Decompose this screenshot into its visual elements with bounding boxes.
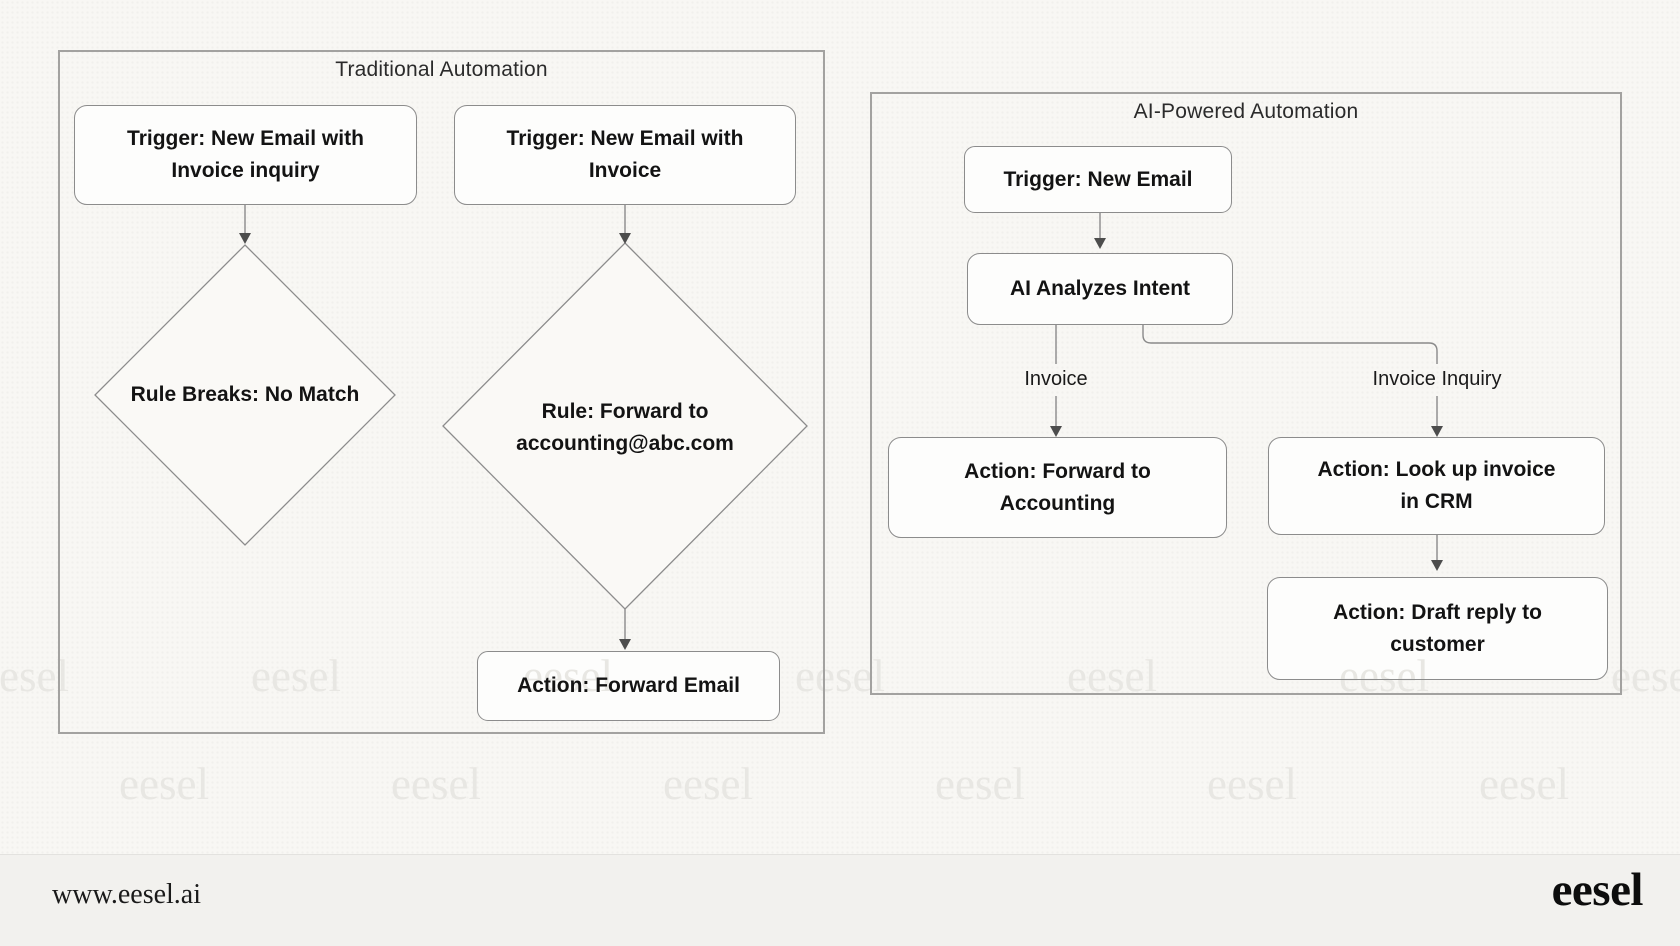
footer-site-url: www.eesel.ai [52,879,202,910]
node-label-line: Rule: Forward to [541,400,709,423]
node-action-forward-email: Action: Forward Email [477,651,780,721]
node-action-lookup-invoice-crm: Action: Look up invoice in CRM [1268,437,1605,535]
eesel-logo-wordmark: eesel [1551,864,1644,916]
panel-title-ai-powered: AI-Powered Automation [1133,100,1359,123]
branch-label-invoice-inquiry: Invoice Inquiry [1372,368,1502,390]
node-label-line: Action: Forward Email [517,674,740,697]
arrowhead [1050,426,1062,437]
node-label-line: Action: Draft reply to [1333,600,1542,624]
decision-label-rule-no-match: Rule Breaks: No Match [95,360,395,430]
node-action-forward-to-accounting: Action: Forward to Accounting [888,437,1227,538]
connector-analyze-to-inquiry-label [1142,323,1438,364]
node-label-line: Invoice [588,159,662,182]
node-label-line: AI Analyzes Intent [1009,277,1191,300]
node-trigger-new-email: Trigger: New Email [964,146,1232,213]
arrowhead [1094,238,1106,249]
node-label-line: customer [1390,632,1485,656]
node-label-line: Accounting [999,491,1116,515]
panel-traditional-automation: Traditional Automation [58,50,825,734]
node-trigger-new-email-invoice-inquiry: Trigger: New Email with Invoice inquiry [74,105,417,205]
node-label-line: Trigger: New Email with [506,127,744,150]
node-trigger-new-email-invoice: Trigger: New Email with Invoice [454,105,796,205]
arrowhead [619,639,631,650]
branch-label-invoice: Invoice [1024,368,1088,390]
arrowhead [619,233,631,244]
footer-bar: www.eesel.ai eesel [0,854,1680,946]
node-label-line: Action: Forward to [964,459,1151,483]
panel-title-traditional: Traditional Automation [335,58,548,81]
arrowhead [1431,426,1443,437]
node-label-line: Trigger: New Email with [127,127,364,150]
node-label-line: Action: Look up invoice [1317,458,1556,481]
node-action-draft-reply: Action: Draft reply to customer [1267,577,1608,680]
panel-ai-powered-automation: AI-Powered Automation [870,92,1622,695]
node-label-line: Rule Breaks: No Match [130,383,360,406]
arrowhead [1431,560,1443,571]
decision-label-rule-forward: Rule: Forward to accounting@abc.com [443,378,807,478]
node-ai-analyzes-intent: AI Analyzes Intent [967,253,1233,325]
node-label-line: in CRM [1400,490,1473,513]
decision-diamond-rule-no-match [94,244,396,546]
node-label-line: accounting@abc.com [516,432,734,455]
node-label-line: Trigger: New Email [1003,167,1193,191]
node-label-line: Invoice inquiry [171,159,320,182]
arrowhead [239,233,251,244]
